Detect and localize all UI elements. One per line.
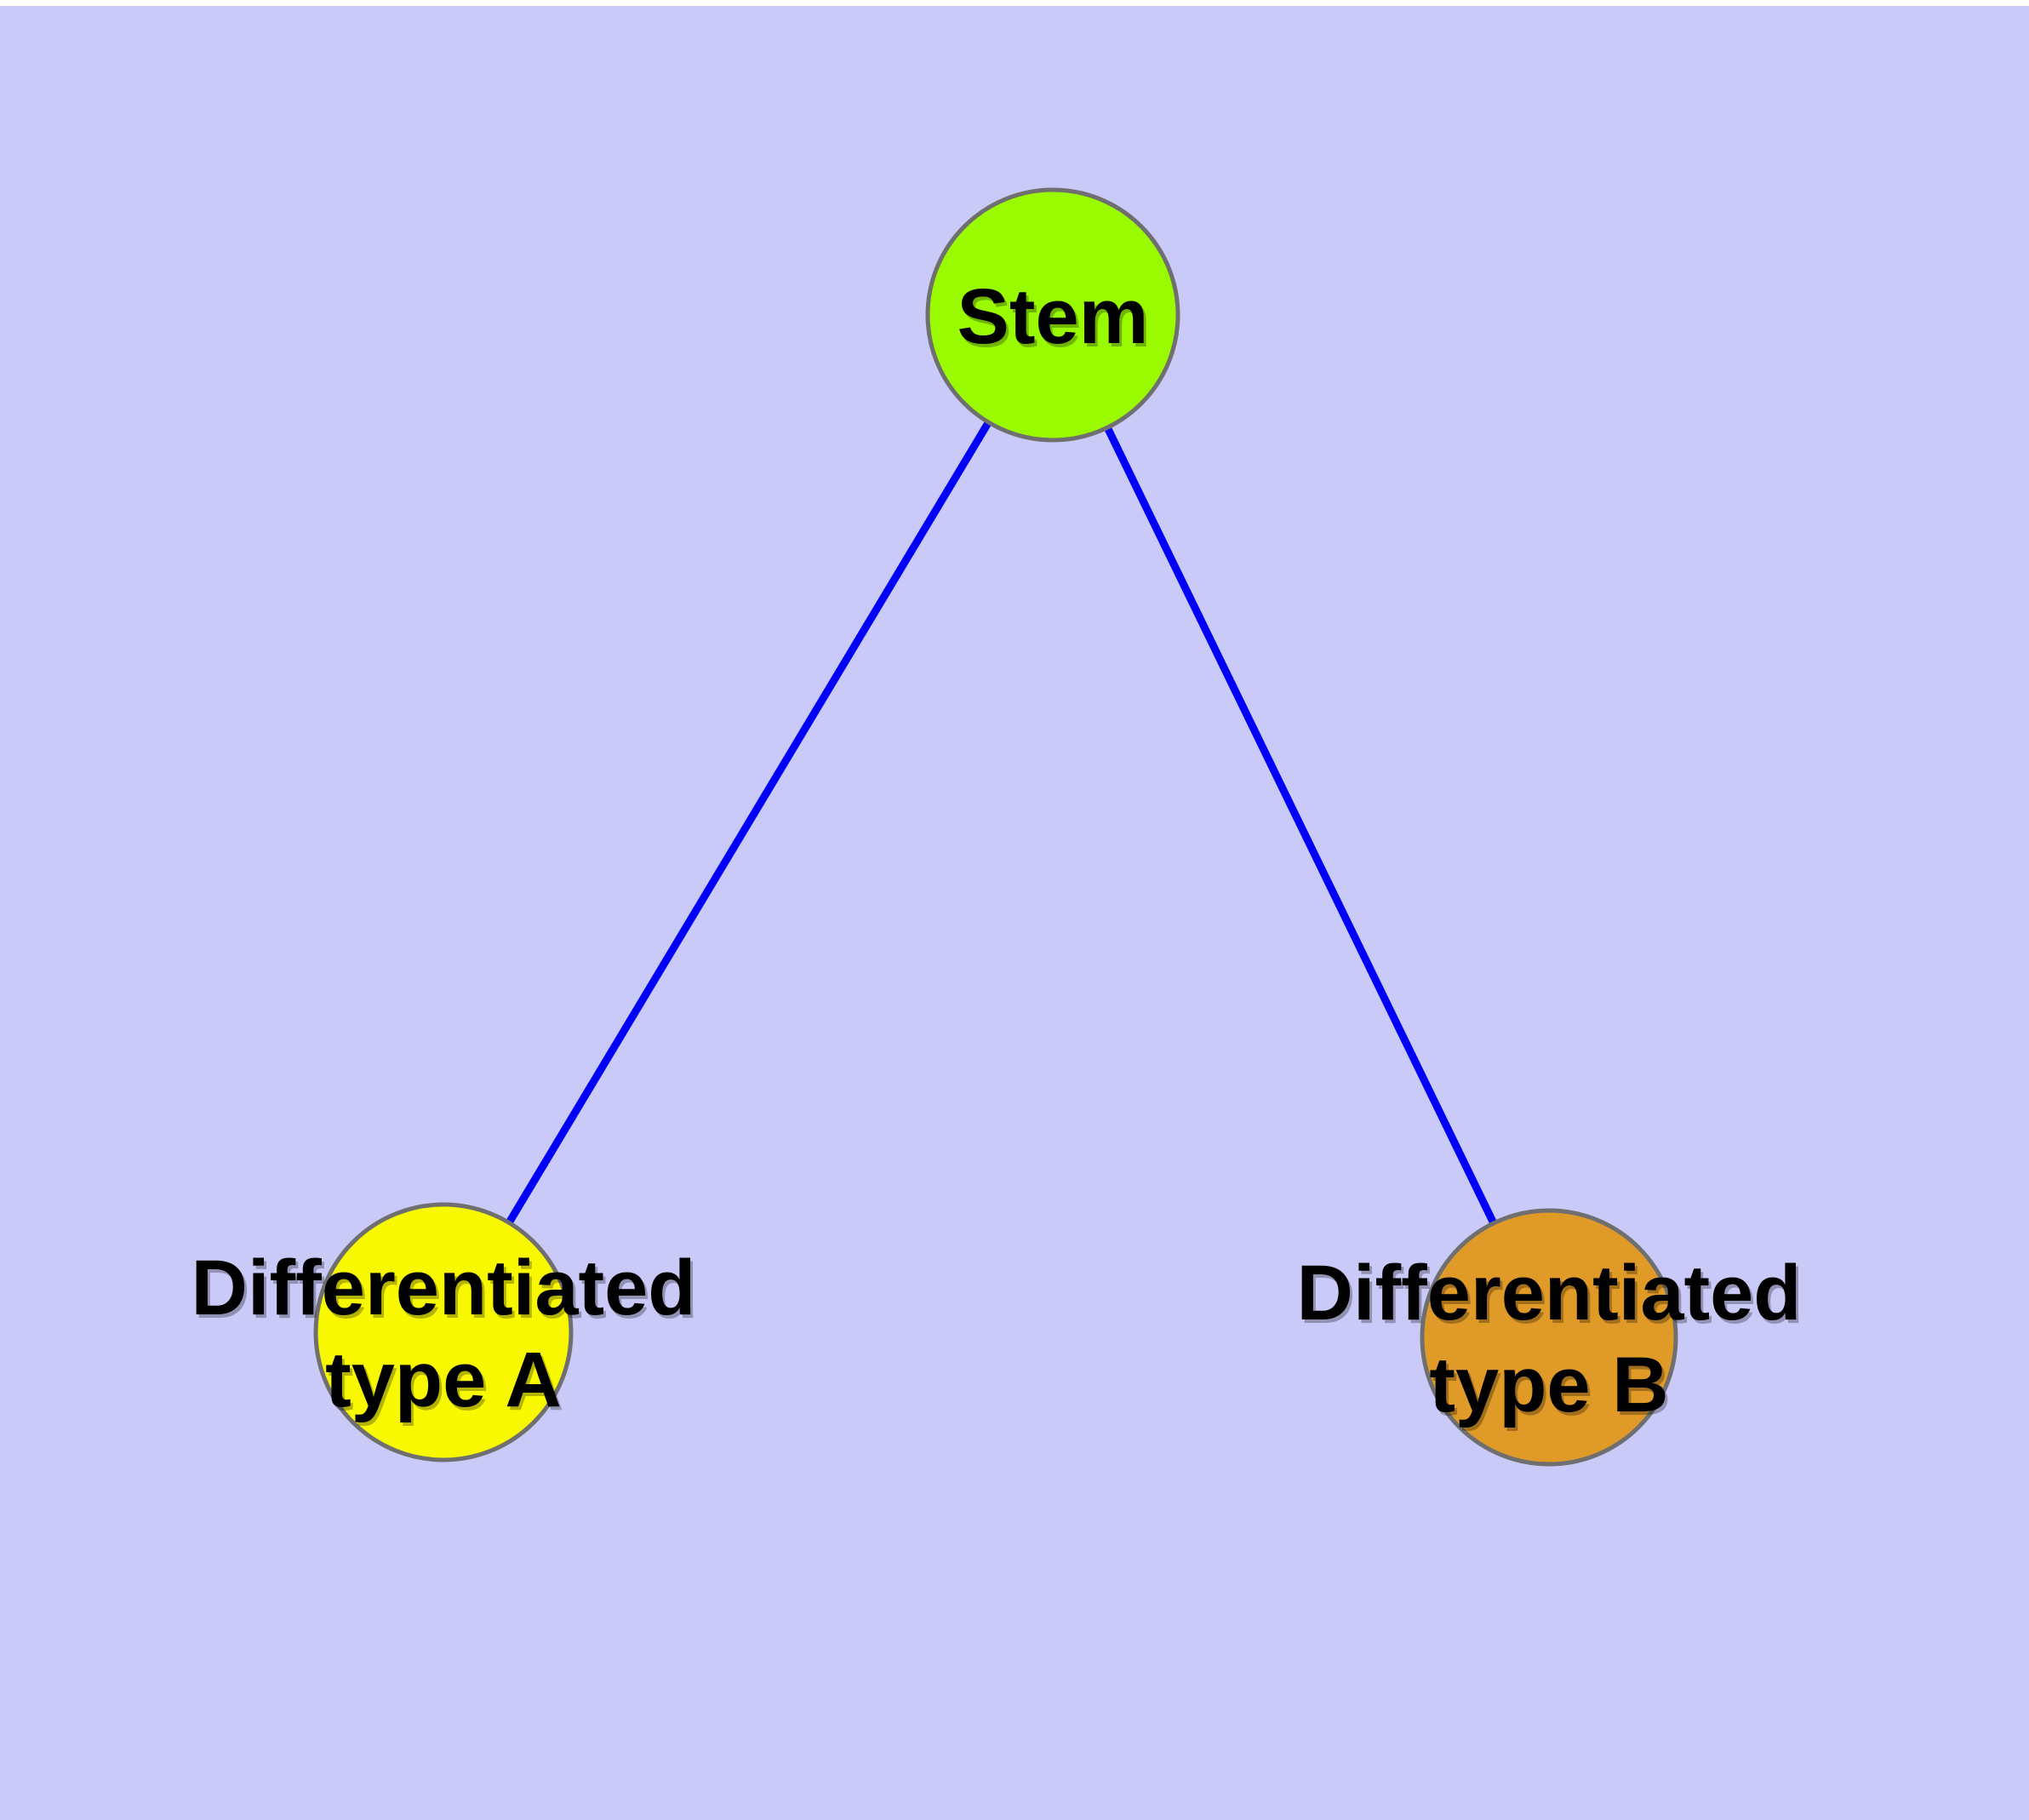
node-typeA-label: type A — [325, 1336, 562, 1423]
node-typeB-label-shadow: Differentiated — [1300, 1253, 1804, 1340]
node-stem-label: Stem — [957, 273, 1149, 360]
edge-stem-typeB — [1049, 313, 1553, 1339]
node-typeA-label-shadow: Differentiated — [194, 1248, 699, 1335]
node-typeA-label-shadow: type A — [328, 1340, 564, 1427]
node-typeA-circle — [313, 1202, 574, 1462]
labels-layer: StemStemDifferentiatedDifferentiatedtype… — [191, 273, 1804, 1432]
node-typeA-label: Differentiated — [191, 1245, 696, 1331]
node-stem-label-shadow: Stem — [960, 277, 1152, 363]
edges-layer — [440, 312, 1553, 1339]
edge-stem-typeA — [440, 312, 1056, 1335]
node-typeB-circle — [1420, 1208, 1678, 1467]
node-typeB-label: type B — [1429, 1342, 1668, 1428]
node-stem-circle — [925, 187, 1180, 443]
nodes-layer — [313, 187, 1678, 1467]
node-typeB-label: Differentiated — [1297, 1250, 1802, 1336]
node-typeB-label-shadow: type B — [1432, 1345, 1671, 1432]
